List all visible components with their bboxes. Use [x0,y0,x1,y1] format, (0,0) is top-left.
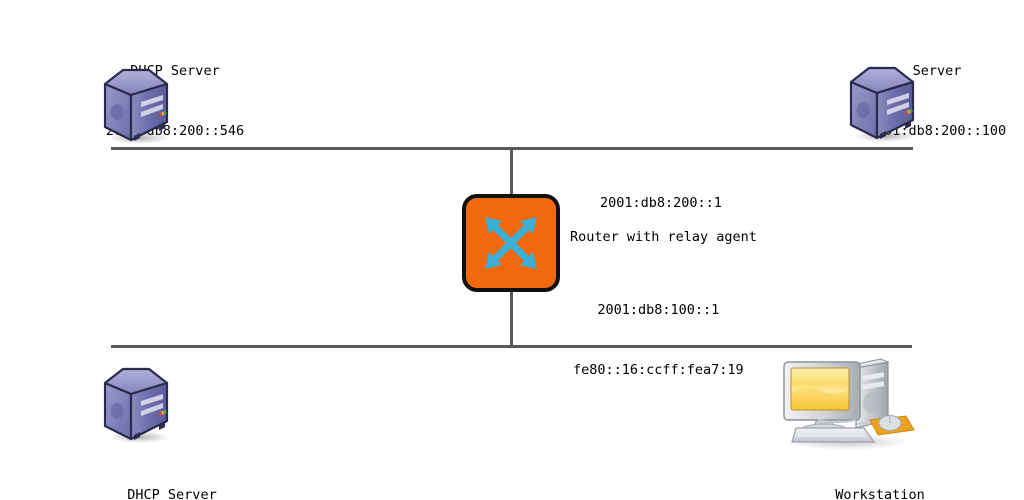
workstation-label: Workstation fe80::226:bbff:fe05:fa4f [782,445,977,500]
workstation-icon[interactable] [778,358,918,450]
router-uplink-line [510,147,513,197]
workstation-name: Workstation [835,487,925,500]
router-icon[interactable] [461,193,561,293]
router-downlink-line [510,289,513,347]
dhcp-server-bottom-icon[interactable] [101,357,173,443]
router-address-upper: 2001:db8:200::1 [600,195,722,211]
dhcp-server-top-icon[interactable] [101,58,173,144]
router-address-lower: 2001:db8:100::1 [597,302,720,318]
server-top-right-icon[interactable] [847,56,919,142]
dhcp-server-bottom-label: DHCP Server 2001:db8:100::546 fe80::a0bb… [74,445,269,500]
router-lower-label: 2001:db8:100::1 fe80::16:ccff:fea7:19 [573,260,744,420]
router-link-local: fe80::16:ccff:fea7:19 [573,362,744,378]
router-name-label: Router with relay agent [570,229,757,245]
server-top-right-name: Server [912,63,962,79]
dhcp-server-bottom-name: DHCP Server [127,487,217,500]
